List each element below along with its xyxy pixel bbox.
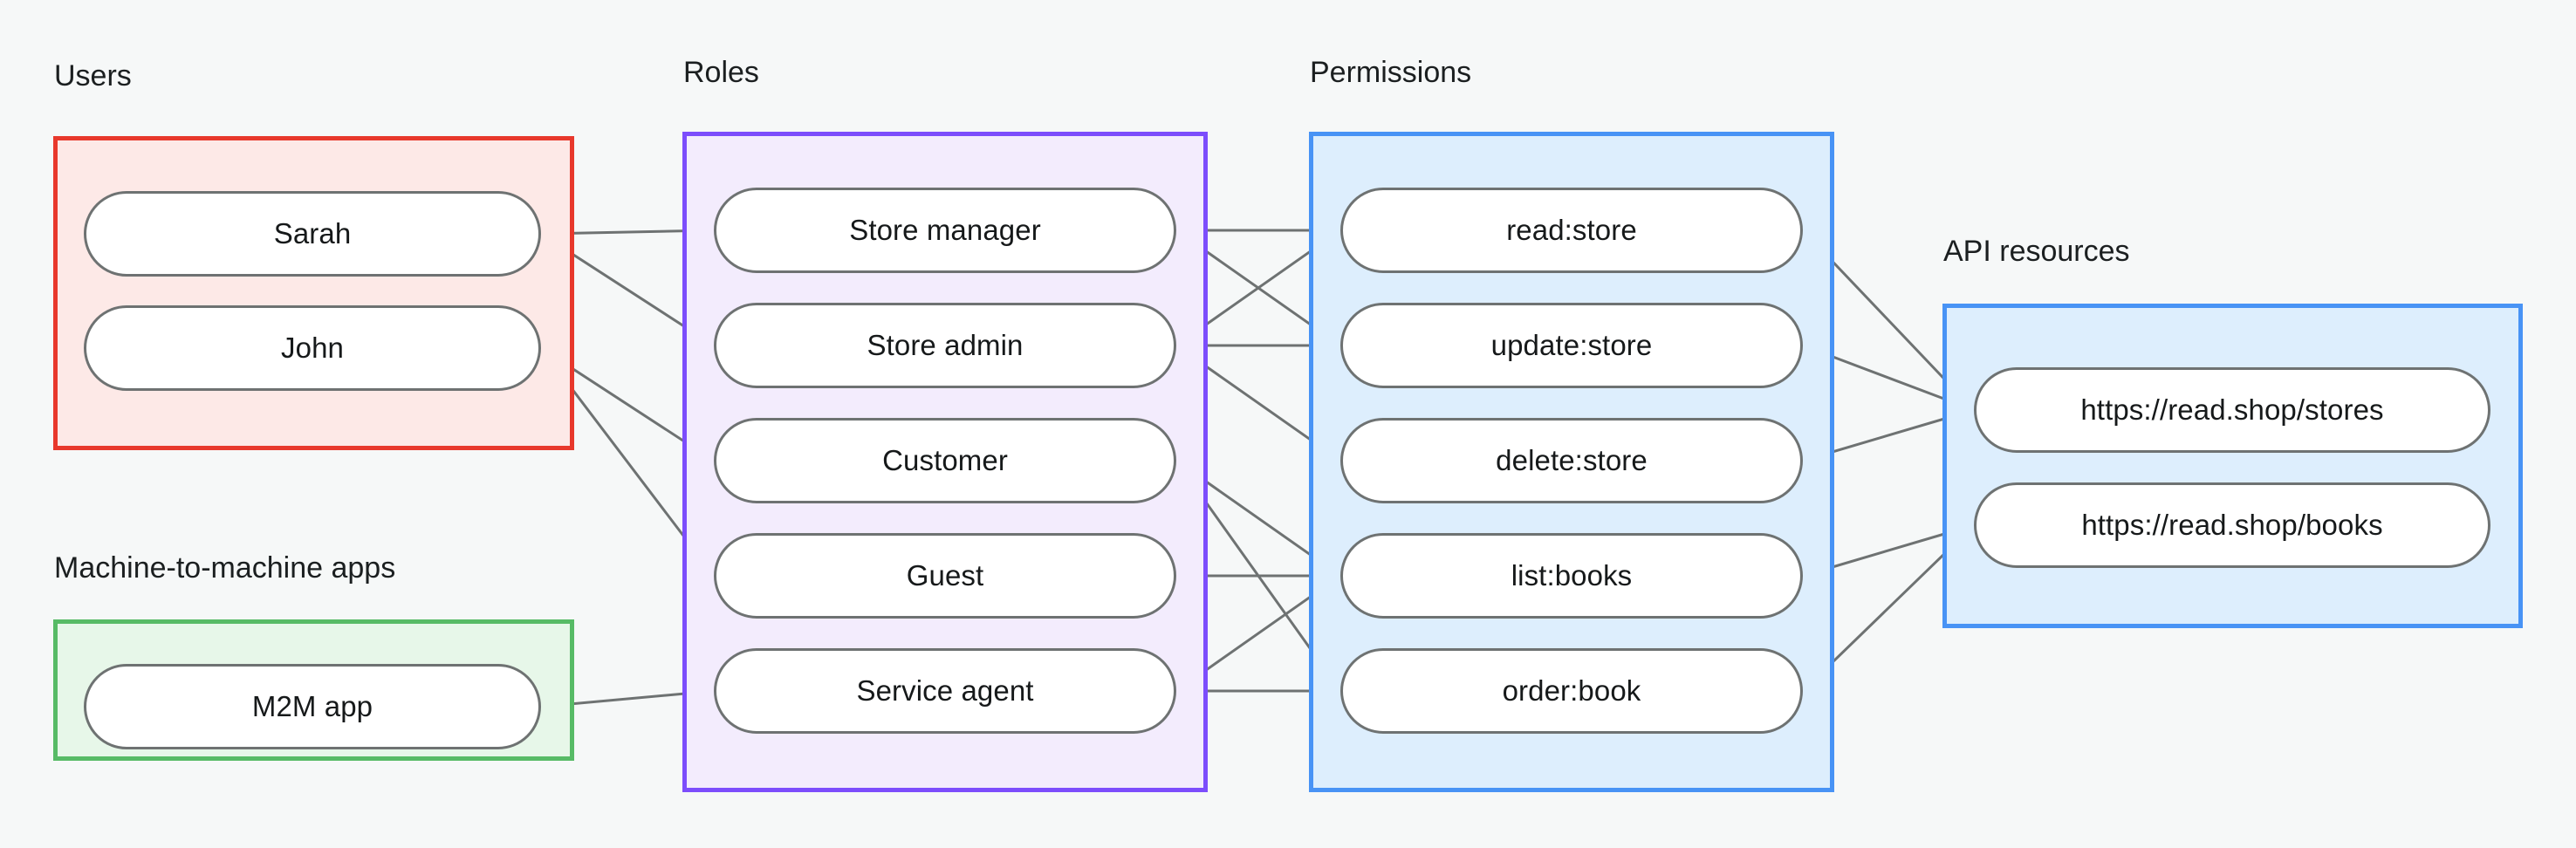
node-read-store[interactable]: read:store [1340,188,1803,273]
node-service-agent[interactable]: Service agent [714,648,1176,734]
node-customer[interactable]: Customer [714,418,1176,503]
node-store-manager[interactable]: Store manager [714,188,1176,273]
node-guest[interactable]: Guest [714,533,1176,619]
node-m2m-app[interactable]: M2M app [84,664,541,749]
node-update-store[interactable]: update:store [1340,303,1803,388]
node-books-url[interactable]: https://read.shop/books [1974,482,2490,568]
group-box-users [53,136,574,450]
node-john[interactable]: John [84,305,541,391]
node-sarah[interactable]: Sarah [84,191,541,277]
node-delete-store[interactable]: delete:store [1340,418,1803,503]
node-order-book[interactable]: order:book [1340,648,1803,734]
group-title-permissions: Permissions [1310,56,1472,89]
node-stores-url[interactable]: https://read.shop/stores [1974,367,2490,453]
group-box-api-resources [1942,304,2523,628]
group-title-users: Users [54,59,132,92]
node-store-admin[interactable]: Store admin [714,303,1176,388]
node-list-books[interactable]: list:books [1340,533,1803,619]
group-title-roles: Roles [683,56,759,89]
group-title-api-resources: API resources [1943,235,2130,268]
group-title-m2m: Machine-to-machine apps [54,551,396,585]
